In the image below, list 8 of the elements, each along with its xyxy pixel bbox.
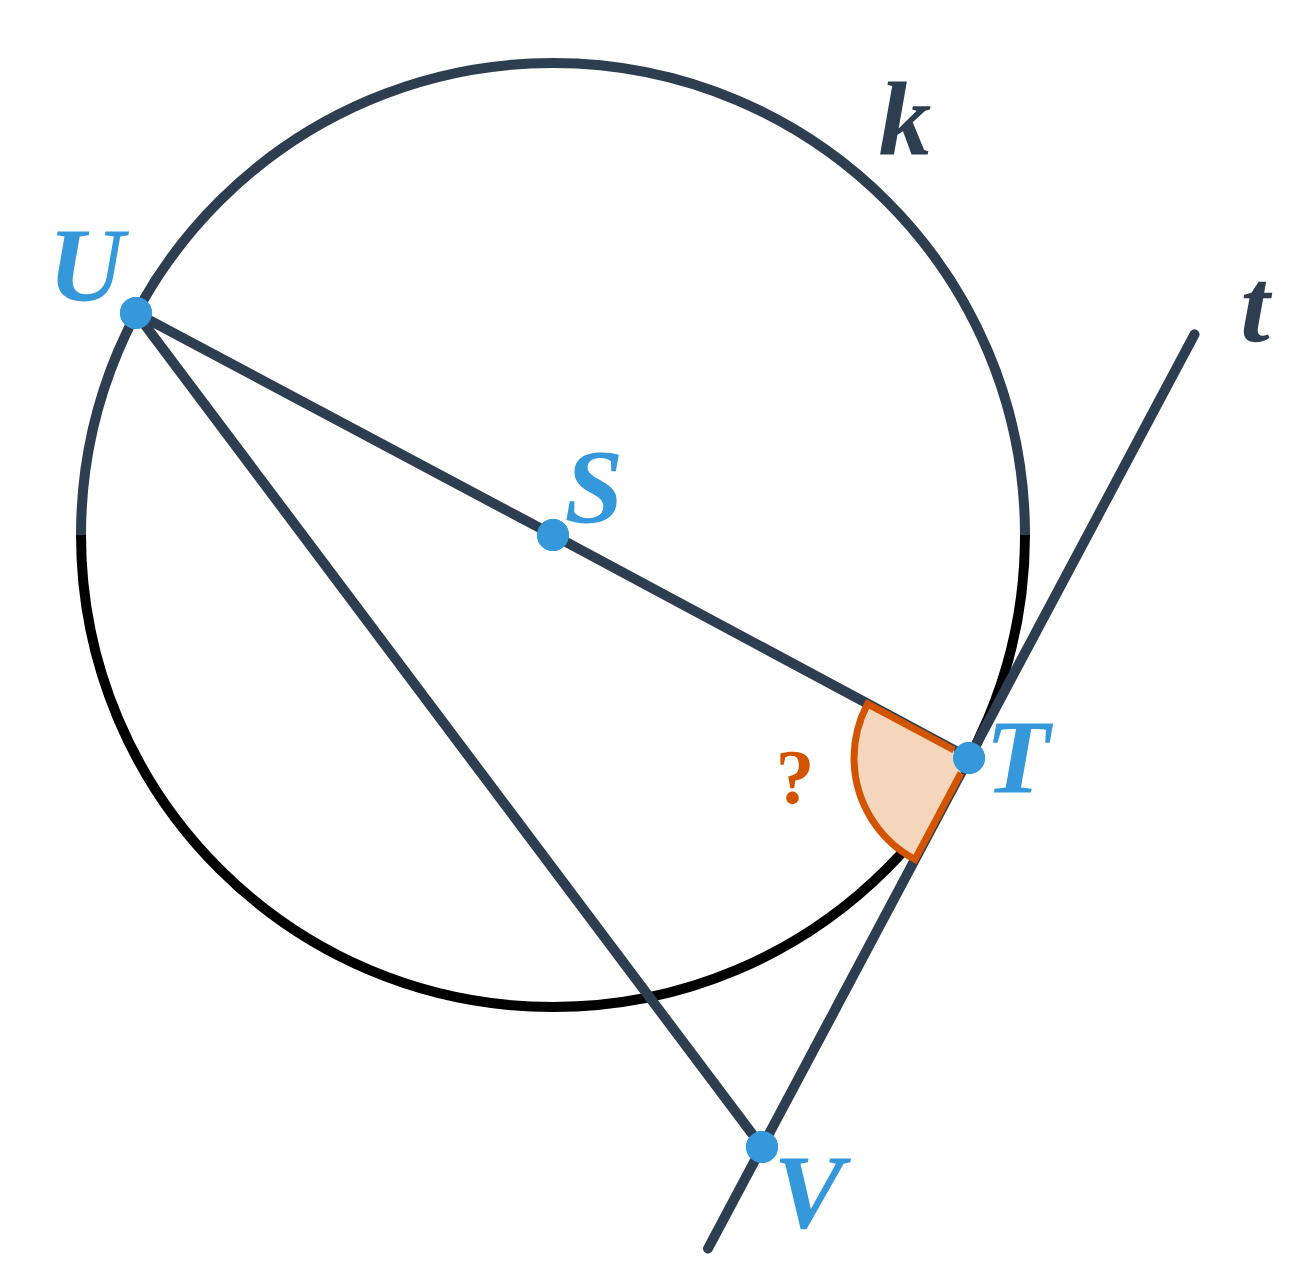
node-label: S — [566, 452, 619, 524]
node-label: T — [992, 723, 1054, 793]
node-label: U — [56, 231, 129, 302]
angle-label: ? — [780, 751, 810, 805]
angle-mark — [850, 700, 965, 863]
line-label: t — [1243, 281, 1273, 343]
circle-label: k — [880, 81, 931, 155]
node-label: V — [779, 1158, 852, 1230]
